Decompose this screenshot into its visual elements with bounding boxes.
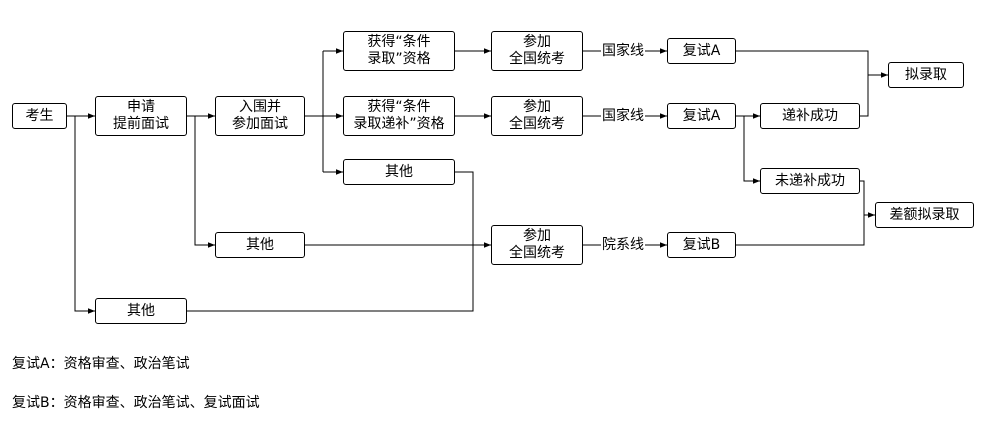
edge-examinee-other3 <box>74 116 95 314</box>
edge-label-national-line-2: 国家线 <box>601 108 645 124</box>
node-other-3: 其他 <box>95 298 187 324</box>
node-fill-failed: 未递补成功 <box>760 168 860 194</box>
node-conditional-fill: 获得“条件 录取递补”资格 <box>343 96 455 136</box>
node-national-exam-1: 参加 全国统考 <box>491 31 583 71</box>
node-other-2: 其他 <box>215 232 305 258</box>
node-differential-admission: 差额拟录取 <box>875 202 974 228</box>
edge-other3-exam3 <box>187 245 474 312</box>
node-national-exam-3: 参加 全国统考 <box>491 225 583 265</box>
node-retest-b: 复试B <box>667 232 736 258</box>
node-retest-a-1: 复试A <box>667 38 736 64</box>
node-conditional-admission: 获得“条件 录取”资格 <box>343 31 455 71</box>
edge-label-department-line: 院系线 <box>601 237 645 253</box>
legend-retest-b: 复试B：资格审查、政治笔试、复试面试 <box>12 395 260 411</box>
edge-label-national-line-1: 国家线 <box>601 43 645 59</box>
node-other-1: 其他 <box>343 159 455 185</box>
node-examinee: 考生 <box>12 103 67 129</box>
node-national-exam-2: 参加 全国统考 <box>491 96 583 136</box>
node-retest-a-2: 复试A <box>667 103 736 129</box>
node-fill-success: 递补成功 <box>760 103 860 129</box>
edge-retest-a2-fail <box>743 116 760 184</box>
legend-retest-a: 复试A：资格审查、政治笔试 <box>12 356 190 372</box>
edge-fail-merge <box>860 180 865 215</box>
edge-apply-other2 <box>194 116 215 248</box>
node-apply-direct-interview: 申请 提前面试 <box>95 96 187 136</box>
edge-success-merge <box>860 75 869 117</box>
edge-other1-exam3 <box>455 171 474 245</box>
edge-retest-b-merge <box>736 215 865 246</box>
node-proposed-admission: 拟录取 <box>888 62 964 88</box>
edge-retest-a1-merge <box>736 50 869 75</box>
node-shortlisted-interview: 入围并 参加面试 <box>215 96 305 136</box>
